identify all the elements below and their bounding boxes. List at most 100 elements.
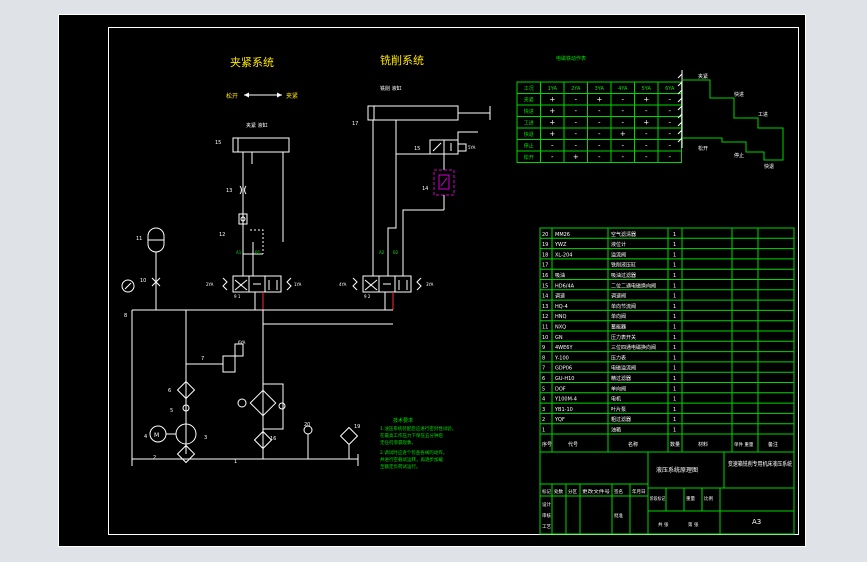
- part-code: DOF: [555, 386, 566, 392]
- part-code: HQ-4: [555, 304, 568, 310]
- action-row-label: 停止: [524, 143, 534, 150]
- action-cell: -: [668, 96, 671, 104]
- part-name: 压力表开关: [611, 334, 636, 341]
- action-cell: +: [549, 96, 555, 104]
- num-14: 14: [422, 186, 428, 192]
- svg-text:9 2: 9 2: [364, 294, 371, 299]
- part-code: YB1-10: [554, 407, 573, 413]
- part-qty: 1: [673, 252, 676, 258]
- parts-header: 序号 代号 名称 数量 材料 单件 重量 备注: [539, 433, 795, 453]
- part-code: Y-100: [554, 355, 569, 361]
- part-name: 电机: [611, 396, 621, 403]
- svg-text:9 1: 9 1: [234, 294, 241, 299]
- part-code: GDP06: [555, 366, 572, 372]
- action-cell: +: [549, 130, 555, 138]
- action-cell: -: [551, 142, 554, 150]
- hdr-code: 代号: [568, 441, 578, 448]
- part-code: HD6/4A: [555, 283, 575, 289]
- tb-change: 更改文件号: [582, 488, 611, 495]
- action-cell: +: [596, 96, 602, 104]
- inner-frame: [108, 27, 799, 535]
- action-header-cell: 1YA: [548, 86, 558, 92]
- clamp-cylinder-label: 夹紧 液缸: [246, 122, 268, 129]
- part-no: 17: [542, 263, 548, 269]
- num-15: 15: [414, 146, 420, 152]
- tag-1ya: 1YA: [294, 282, 302, 287]
- num-13: 13: [226, 188, 232, 194]
- cycle-step-return: 快退: [764, 163, 774, 170]
- tag-6ya: 6YA: [238, 340, 246, 345]
- num-10: 10: [140, 278, 146, 284]
- svg-text:B1: B1: [255, 250, 261, 255]
- num-19: 19: [354, 424, 360, 430]
- part-qty: 1: [673, 407, 676, 413]
- part-name: 吸油过滤器: [611, 272, 636, 279]
- cycle-diagram: 夹紧 快进 工进 快退 停止 松开: [677, 70, 784, 170]
- loosen-label: 松开: [226, 92, 238, 100]
- action-cell: +: [573, 153, 579, 161]
- action-row-label: 松开: [524, 154, 534, 161]
- part-no: 3: [542, 407, 545, 413]
- hdr-name: 名称: [628, 441, 638, 448]
- part-no: 7: [542, 366, 545, 372]
- num-7: 7: [201, 356, 204, 362]
- notes-line-6: 至额定负荷试运行。: [380, 463, 421, 470]
- action-cell: -: [598, 142, 601, 150]
- action-cell: -: [645, 142, 648, 150]
- tb-approve: 批准: [614, 512, 623, 519]
- num-3: 3: [204, 435, 207, 441]
- pump-group: 6 5 M 3 4 2: [144, 380, 207, 464]
- drawing-name: 液压系统原理图: [656, 466, 698, 474]
- tb-mark: 标记: [542, 488, 551, 495]
- part-no: 2: [542, 417, 545, 423]
- part-code: Y100M-4: [554, 397, 577, 403]
- action-cell: -: [621, 153, 624, 161]
- num-15-clamp: 15: [215, 140, 221, 146]
- arrow-right-head: [277, 92, 282, 98]
- notes-line-1: 1.油压系统装配后应进行密封性试验，: [380, 425, 456, 432]
- action-cell: -: [574, 130, 577, 138]
- hdr-remark: 备注: [768, 441, 778, 448]
- part-code: GU-H10: [555, 376, 574, 382]
- action-cell: -: [598, 153, 601, 161]
- part-name: 单向阀: [611, 313, 626, 320]
- action-row-label: 工进: [524, 120, 534, 127]
- notes-title: 技术要求: [393, 417, 413, 424]
- cycle-step-stop: 停止: [734, 152, 744, 159]
- tb-count: 处数: [554, 488, 563, 495]
- action-cell: -: [574, 142, 577, 150]
- action-row-label: 夹紧: [524, 97, 534, 104]
- part-code: NXQ: [555, 325, 566, 331]
- pipe-milling-right: [387, 120, 397, 242]
- action-cell: -: [668, 142, 671, 150]
- action-header-cell: 4YA: [618, 86, 628, 92]
- action-cell: -: [621, 107, 624, 115]
- action-table-title: 电磁铁动作表: [556, 55, 586, 62]
- part-qty: 1: [673, 428, 676, 434]
- num-17: 17: [352, 121, 358, 127]
- milling-system-title: 铣削系统: [380, 53, 424, 67]
- action-cell: -: [551, 153, 554, 161]
- directional-valve-clamp: 2YA 1YA 9 1 A1 B1: [206, 242, 302, 310]
- tb-weight: 重量: [686, 495, 695, 502]
- num-11: 11: [136, 236, 142, 242]
- action-cell: +: [620, 130, 626, 138]
- part-name: 精过滤器: [611, 375, 631, 382]
- part-code: YQF: [554, 417, 565, 423]
- part-name: 压力表: [611, 354, 626, 361]
- part-no: 19: [542, 242, 548, 248]
- part-no: 8: [542, 355, 545, 361]
- num-6: 6: [168, 388, 171, 394]
- part-name: 叶片泵: [611, 406, 626, 413]
- clamp-label: 夹紧: [286, 92, 298, 100]
- tb-total-sheets: 共 张: [658, 521, 669, 528]
- hdr-material: 材料: [698, 441, 708, 448]
- action-cell: -: [598, 107, 601, 115]
- part-no: 14: [542, 294, 548, 300]
- num-5: 5: [170, 408, 173, 414]
- part-no: 16: [542, 273, 548, 279]
- part-no: 4: [542, 397, 545, 403]
- part-no: 5: [542, 386, 545, 392]
- num-2: 2: [153, 455, 156, 461]
